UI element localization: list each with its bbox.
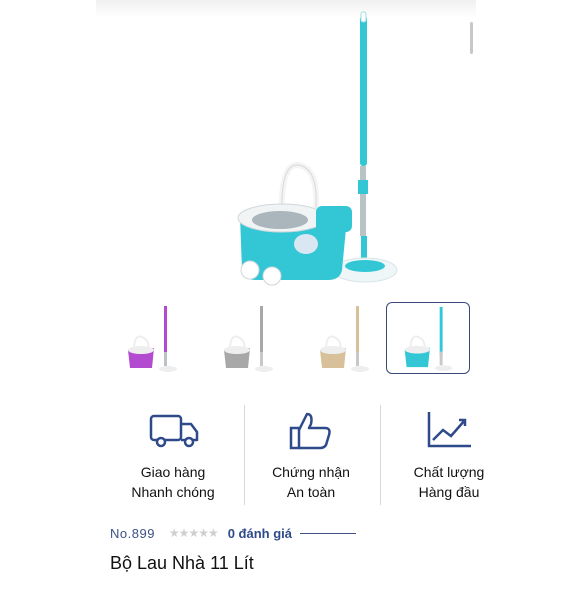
thumbnail-strip <box>110 302 480 377</box>
thumbs-up-icon <box>289 412 331 450</box>
delivery-truck-icon <box>149 414 199 448</box>
feature-quality-line1: Chất lượng <box>413 464 485 480</box>
product-code: No.899 <box>110 525 155 541</box>
feature-divider <box>244 405 245 505</box>
scroll-indicator[interactable] <box>470 22 473 54</box>
feature-certified-line2: An toàn <box>286 484 336 500</box>
feature-delivery: Giao hàng Nhanh chóng <box>110 408 236 508</box>
thumbnail-beige[interactable] <box>302 302 386 374</box>
thumbnail-purple[interactable] <box>110 302 194 374</box>
feature-delivery-line2: Nhanh chóng <box>131 484 215 500</box>
feature-divider <box>380 405 381 505</box>
top-shade <box>96 0 476 18</box>
product-meta-row: No.899 ★★★★★ 0 đánh giá <box>110 524 357 542</box>
review-count-link[interactable]: 0 đánh giá <box>227 525 293 541</box>
feature-certified: Chứng nhận An toàn <box>248 408 374 508</box>
feature-quality: Chất lượng Hàng đầu <box>386 408 512 508</box>
thumbnail-cyan-selected[interactable] <box>386 302 470 374</box>
features-row: Giao hàng Nhanh chóng Chứng nhận An toàn… <box>110 408 490 508</box>
feature-quality-line2: Hàng đầu <box>418 484 480 500</box>
feature-delivery-line1: Giao hàng <box>140 464 206 480</box>
product-title: Bộ Lau Nhà 11 Lít <box>110 553 254 573</box>
feature-certified-line1: Chứng nhận <box>272 464 350 480</box>
meta-underline <box>300 532 357 534</box>
product-card <box>96 0 476 600</box>
main-product-image[interactable] <box>220 8 410 298</box>
thumbnail-gray[interactable] <box>206 302 290 374</box>
trend-chart-icon <box>427 412 471 448</box>
rating-stars[interactable]: ★★★★★ <box>168 526 219 540</box>
